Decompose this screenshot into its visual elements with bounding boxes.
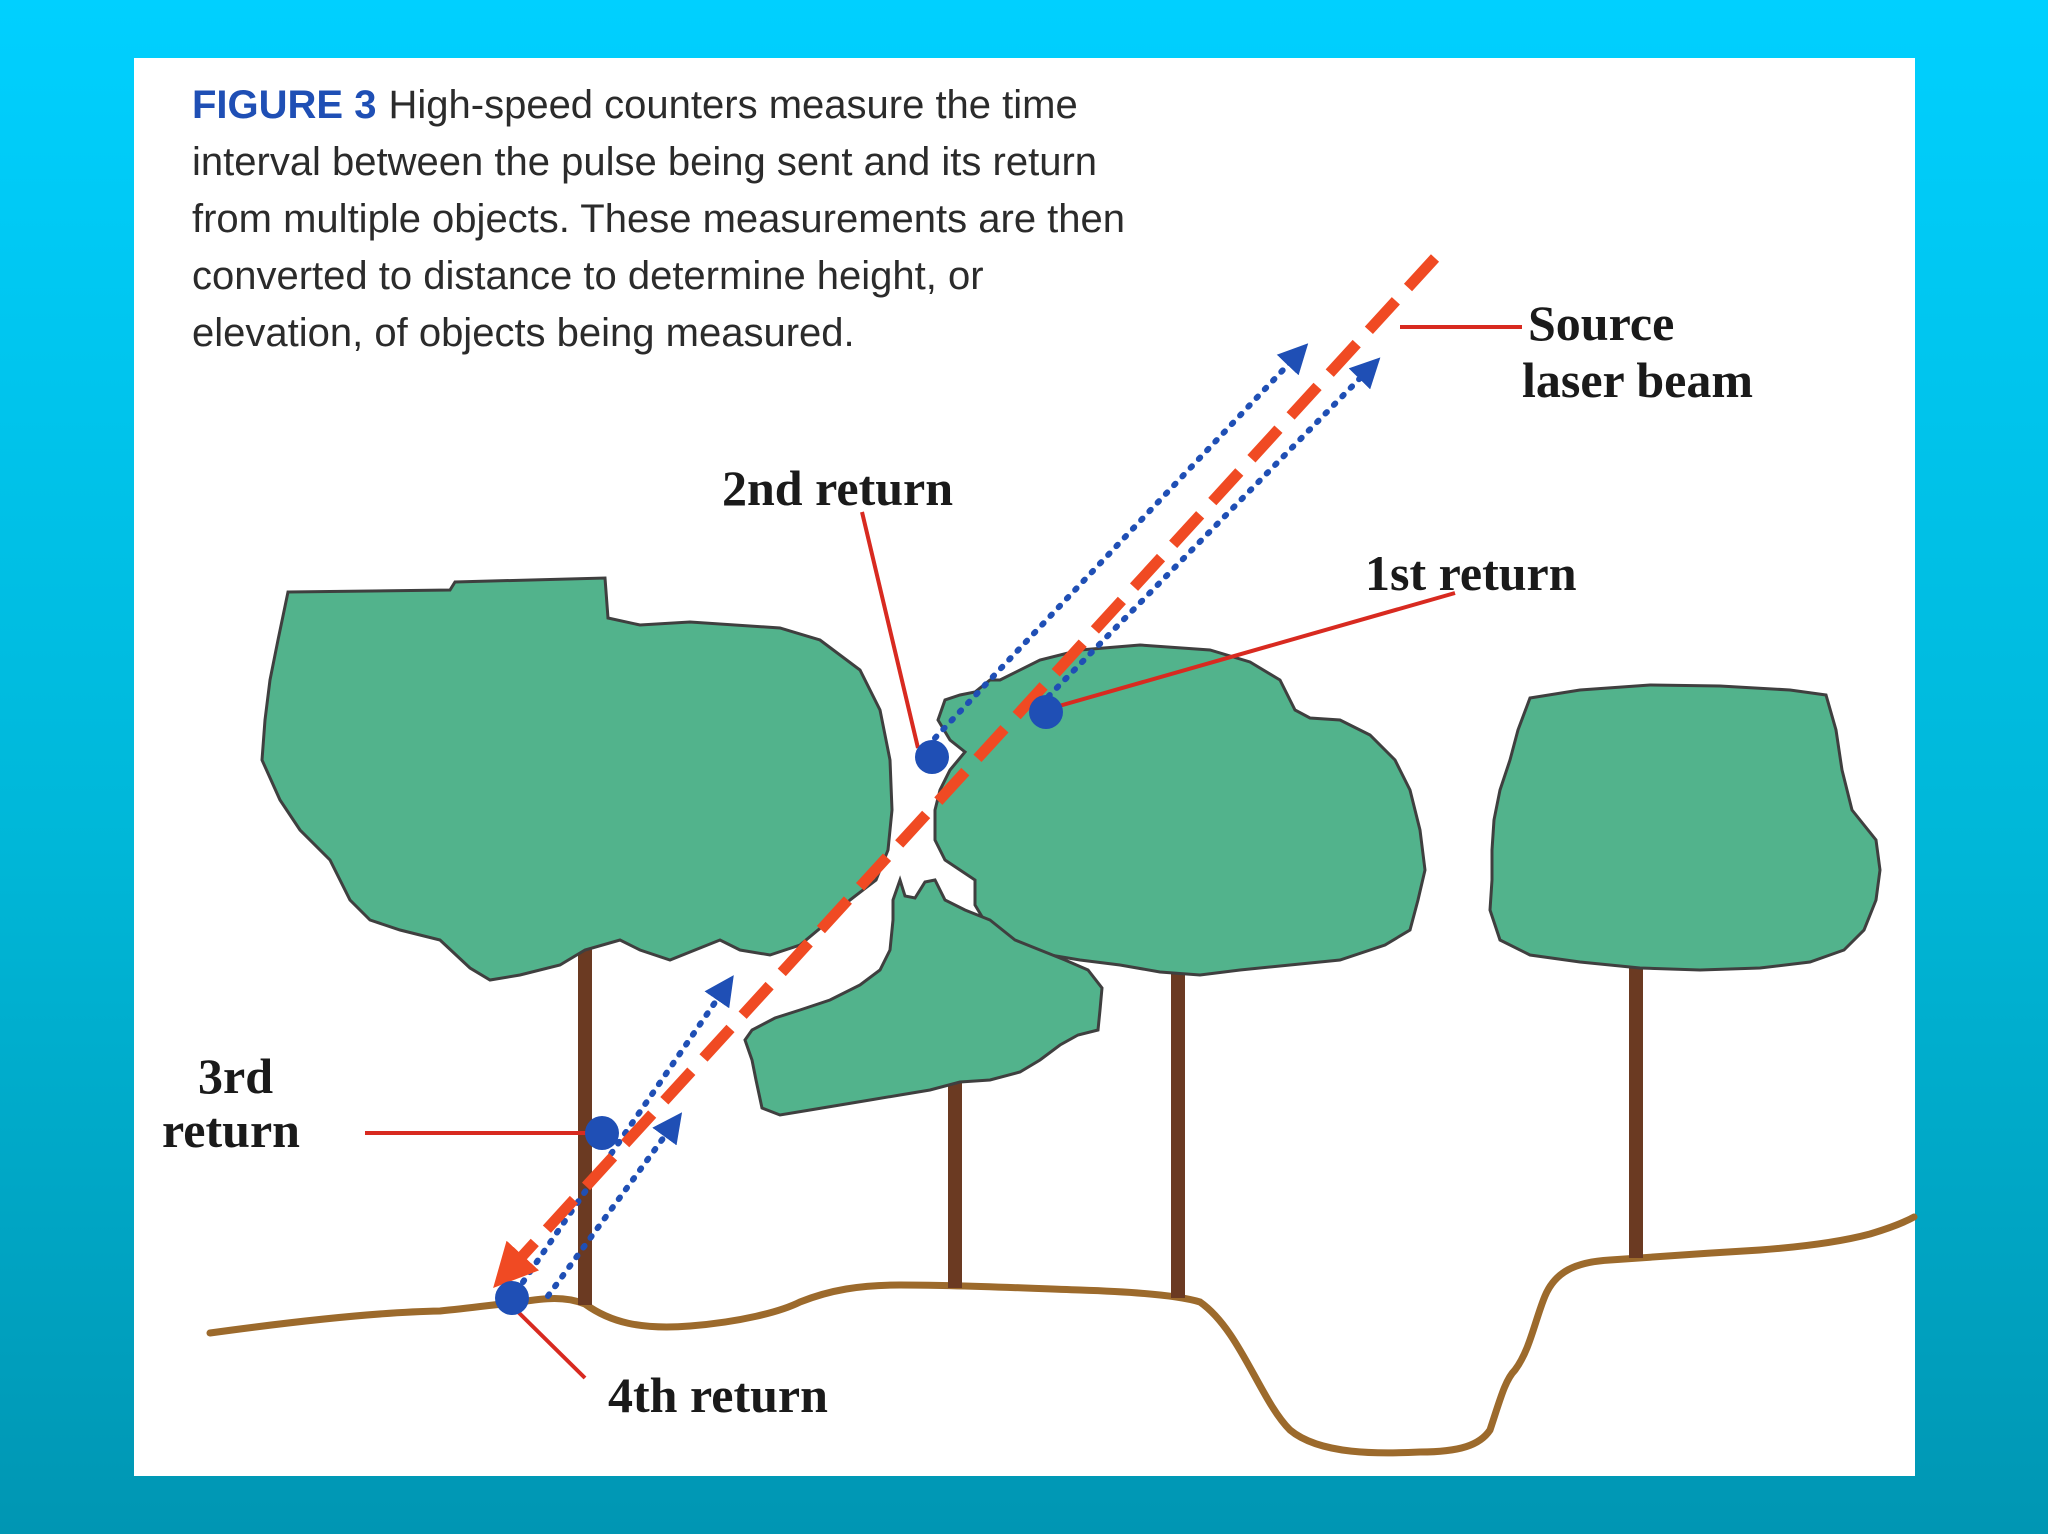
caption-line-2: interval between the pulse being sent an… [192,140,1097,184]
label-second-return: 2nd return [722,460,953,516]
return-point-dot-icon [915,740,949,774]
label-third-line1: 3rd [198,1048,273,1104]
return-point-dot-icon [1029,695,1063,729]
leader-fourth-return [510,1304,587,1380]
caption-line-3: from multiple objects. These measurement… [192,197,1125,241]
return-path-upper-left [932,343,1309,741]
label-first-return: 1st return [1365,545,1577,601]
figure-label: FIGURE 3 [192,83,376,127]
label-third-line2: return [162,1102,300,1158]
canopy-center-tree [933,643,1427,977]
return-points [495,695,1063,1315]
caption-line-4: converted to distance to determine heigh… [192,254,984,298]
figure-caption: FIGURE 3 High-speed counters measure the … [192,83,1125,355]
tree-trunks [578,915,1643,1305]
callout-labels: Source laser beam 2nd return 1st return … [162,295,1753,1423]
label-fourth-return: 4th return [608,1367,828,1423]
return-paths [520,343,1381,1299]
leader-second-return [860,511,920,749]
canopy-small-tree [743,875,1104,1117]
canopy-right-tree [1488,683,1882,972]
ground-line [206,1213,1918,1457]
label-source-line2: laser beam [1522,352,1753,408]
return-point-dot-icon [495,1281,529,1315]
return-path-lower-right [545,1112,683,1299]
canopy-left-tree [260,576,894,982]
caption-line-5: elevation, of objects being measured. [192,311,855,355]
return-path-lower-left [520,975,734,1285]
tree-canopies [260,576,1882,1117]
caption-line-1: High-speed counters measure the time [388,83,1077,127]
leader-lines [365,325,1522,1380]
return-path-upper-right [1037,357,1381,708]
leader-first-return [1044,591,1456,712]
return-point-dot-icon [585,1116,619,1150]
label-source-line1: Source [1528,295,1674,351]
